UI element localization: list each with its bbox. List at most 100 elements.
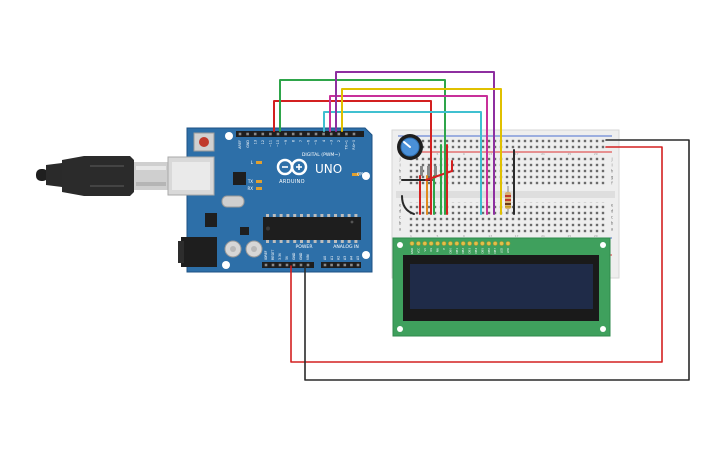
header-pin[interactable]	[299, 263, 303, 267]
digital-pin-label: 2	[337, 140, 341, 142]
regulator-chip	[205, 213, 217, 227]
header-pin[interactable]	[350, 263, 353, 267]
power-pin-header[interactable]	[262, 262, 314, 268]
signal-wires[interactable]	[273, 71, 502, 215]
header-pin[interactable]	[253, 132, 257, 136]
lcd-pin-label: GND	[410, 248, 414, 254]
header-pin[interactable]	[261, 132, 265, 136]
header-pin[interactable]	[329, 132, 333, 136]
lcd-pin[interactable]	[480, 241, 485, 246]
lcd-pin[interactable]	[428, 241, 434, 246]
chip-pins-bottom	[266, 240, 358, 243]
header-pin[interactable]	[238, 132, 242, 136]
wire-cyan-pin5[interactable]	[323, 111, 482, 215]
header-pin[interactable]	[330, 263, 333, 267]
wire-yellow-pin2[interactable]	[341, 88, 502, 215]
chip-pin	[300, 240, 303, 243]
chip-pins-top	[266, 214, 358, 217]
power-wires[interactable]	[290, 139, 690, 381]
column-number: 17	[515, 234, 519, 238]
header-pin[interactable]	[299, 132, 303, 136]
lcd-pin-header[interactable]	[409, 241, 511, 246]
breadboard-jumpers[interactable]	[401, 144, 515, 215]
header-pin[interactable]	[278, 263, 282, 267]
top-power-rail[interactable]	[408, 138, 606, 150]
header-pin[interactable]	[264, 263, 268, 267]
lcd-pin[interactable]	[441, 241, 447, 246]
header-pin[interactable]	[306, 263, 310, 267]
chip-pin	[313, 214, 317, 217]
jumper-wire-black[interactable]	[401, 195, 415, 215]
chip-pin	[347, 214, 351, 217]
lcd-pin[interactable]	[486, 241, 492, 246]
lcd-pin[interactable]	[499, 241, 504, 246]
header-pin[interactable]	[345, 132, 348, 136]
lcd-pin[interactable]	[448, 241, 453, 246]
row-letter: e	[399, 203, 402, 208]
digital-pin-header[interactable]	[236, 131, 364, 137]
header-pin[interactable]	[271, 263, 275, 267]
row-letter: g	[611, 175, 614, 180]
analog-pin-label: A0	[323, 256, 327, 260]
lcd-pin[interactable]	[454, 241, 460, 246]
analog-pin-label: A5	[356, 256, 360, 260]
header-pin[interactable]	[291, 132, 295, 136]
header-pin[interactable]	[323, 263, 327, 267]
header-pin[interactable]	[269, 132, 272, 136]
header-pin[interactable]	[343, 263, 347, 267]
lcd-pin[interactable]	[409, 241, 415, 246]
column-number: 25	[567, 152, 571, 156]
header-pin[interactable]	[276, 132, 280, 136]
row-letter: d	[399, 209, 402, 214]
lcd-pin[interactable]	[473, 241, 479, 246]
potentiometer[interactable]	[397, 134, 437, 176]
digital-pin-label: RX←0	[352, 140, 356, 150]
lcd-pin[interactable]	[435, 241, 440, 246]
top-terminal-strip[interactable]	[408, 156, 606, 187]
lcd-pin[interactable]	[505, 241, 511, 246]
lcd-pin[interactable]	[492, 241, 498, 246]
resistor[interactable]	[505, 186, 511, 214]
wire-green-pin11[interactable]	[279, 79, 446, 215]
wire-gnd[interactable]	[304, 139, 690, 381]
wire-magenta-pin4[interactable]	[329, 95, 488, 215]
header-pin[interactable]	[352, 132, 356, 136]
chip-pin	[320, 214, 324, 217]
lcd-pin[interactable]	[460, 241, 466, 246]
digital-pin-label: 4	[322, 140, 326, 142]
analog-pin-label: A1	[330, 256, 334, 260]
header-pin[interactable]	[337, 132, 341, 136]
wire-red-pin12[interactable]	[273, 100, 432, 215]
row-letter: b	[611, 221, 614, 226]
lcd-pin-label: DB1	[455, 248, 459, 254]
column-number: 29	[594, 234, 598, 238]
chip-pin	[327, 240, 331, 243]
digital-pin-label: ~9	[284, 140, 288, 145]
header-pin[interactable]	[336, 263, 340, 267]
digital-header-label: DIGITAL (PWM~)	[302, 152, 340, 158]
lcd-pin[interactable]	[416, 241, 421, 246]
jumper-wire-red[interactable]	[425, 160, 453, 181]
analog-header-label: ANALOG IN	[333, 244, 359, 250]
header-pin[interactable]	[246, 132, 249, 136]
wire-purple-pin3[interactable]	[335, 71, 495, 215]
header-pin[interactable]	[307, 132, 310, 136]
header-pin[interactable]	[356, 263, 360, 267]
header-pin[interactable]	[314, 132, 318, 136]
row-letter: d	[611, 209, 614, 214]
header-pin[interactable]	[285, 263, 289, 267]
lcd-pin-label: V0	[423, 248, 427, 252]
wire-5v[interactable]	[290, 146, 663, 363]
header-pin[interactable]	[292, 263, 296, 267]
usb-cable[interactable]	[36, 156, 168, 196]
header-pin[interactable]	[284, 132, 287, 136]
analog-pin-header[interactable]	[321, 262, 361, 268]
lcd-pin[interactable]	[467, 241, 472, 246]
column-number: 29	[594, 152, 598, 156]
lcd-pin[interactable]	[422, 241, 428, 246]
lcd-pin-label: DB0	[448, 248, 452, 254]
header-pin[interactable]	[322, 132, 325, 136]
